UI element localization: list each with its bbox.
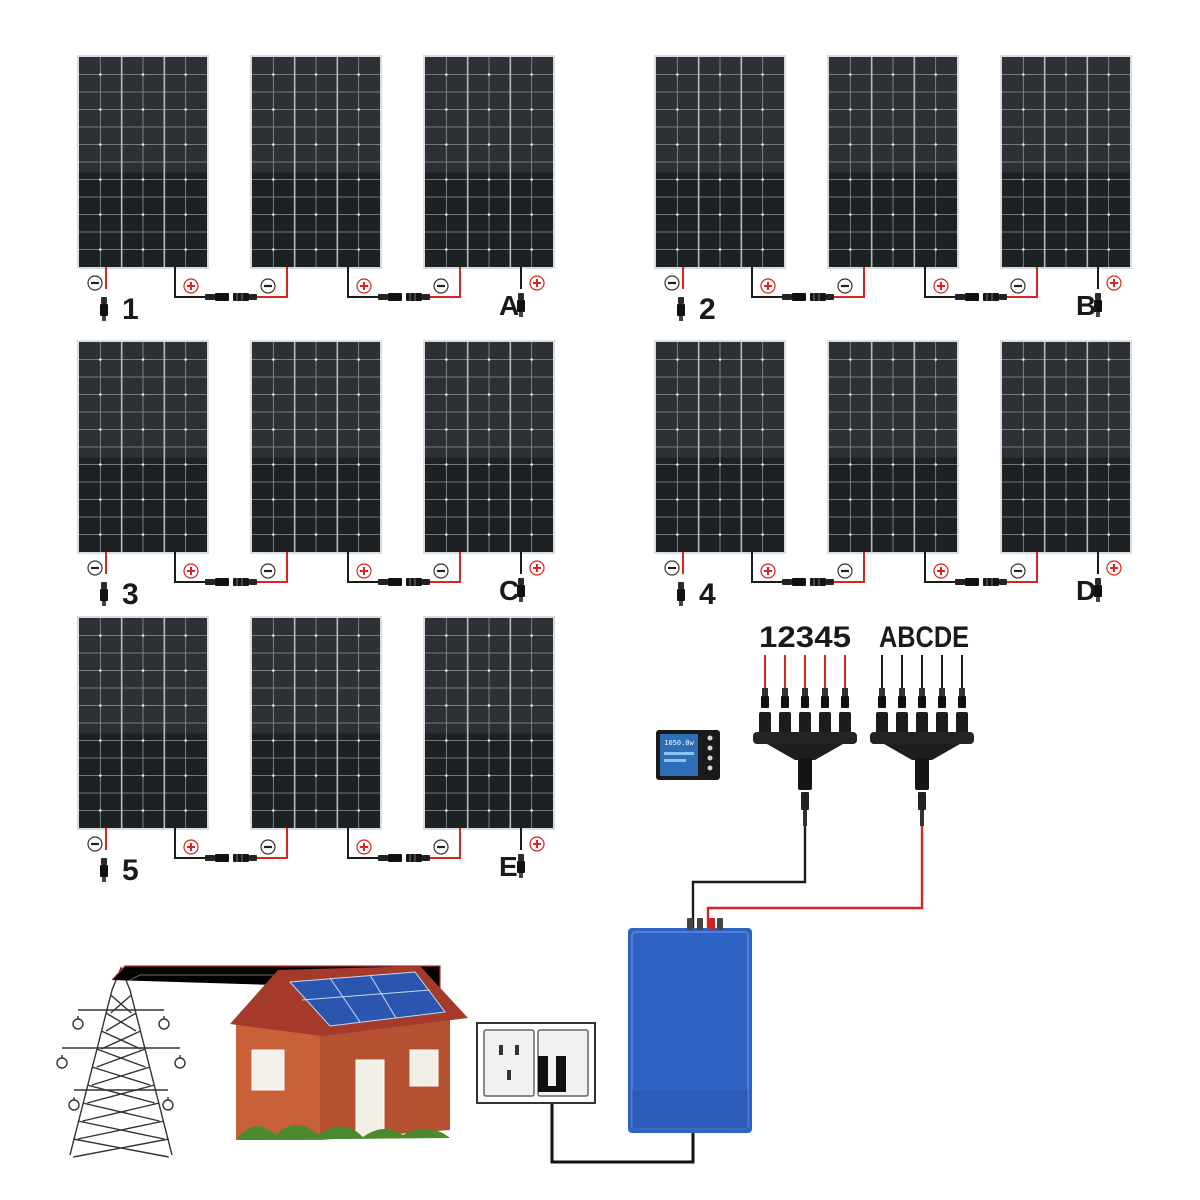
string-end-label: C <box>499 575 519 606</box>
positive-terminal-icon <box>183 839 199 855</box>
positive-terminal-icon <box>529 836 545 852</box>
mc4-connector-icon <box>100 297 108 321</box>
mc4-connector-icon <box>100 858 108 882</box>
negative-terminal-icon <box>1010 278 1026 294</box>
positive-terminal-icon <box>356 839 372 855</box>
house-icon <box>230 966 468 1140</box>
transmission-tower-icon <box>56 966 186 1158</box>
negative-terminal-icon <box>837 278 853 294</box>
string-end-label: A <box>499 290 519 321</box>
negative-terminal-icon <box>260 563 276 579</box>
negative-terminal-icon <box>664 560 680 576</box>
string-start-label: 3 <box>122 578 139 611</box>
string-start-label: 4 <box>699 578 716 611</box>
negative-terminal-icon <box>87 836 103 852</box>
positive-terminal-icon <box>529 560 545 576</box>
mc4-connector-icon <box>205 854 257 862</box>
positive-terminal-icon <box>183 278 199 294</box>
roof-solar-panels <box>288 971 446 1027</box>
positive-terminal-icon <box>760 563 776 579</box>
mc4-connector-icon <box>677 582 685 606</box>
solar-panel <box>423 55 555 269</box>
mc4-connector-icon <box>1094 293 1102 317</box>
string-start-label: 5 <box>122 854 139 887</box>
solar-panel <box>423 616 555 830</box>
positive-terminal-icon <box>1106 560 1122 576</box>
positive-dc-cable <box>706 826 924 930</box>
inverter-display-value: 1050.0w <box>664 739 694 747</box>
mc4-connector-icon <box>517 854 525 878</box>
solar-panel <box>827 55 959 269</box>
string-start-label: 1 <box>122 293 139 326</box>
solar-panel <box>423 340 555 554</box>
solar-panel <box>77 340 209 554</box>
solar-panel <box>250 616 382 830</box>
branch-connectors <box>753 655 974 826</box>
solar-panel <box>827 340 959 554</box>
positive-terminal-icon <box>933 278 949 294</box>
solar-panel <box>77 55 209 269</box>
negative-terminal-icon <box>433 278 449 294</box>
positive-terminal-icon <box>356 563 372 579</box>
mc4-connector-icon <box>782 578 834 586</box>
mc4-connector-icon <box>955 293 1007 301</box>
mc4-connector-icon <box>517 293 525 317</box>
negative-branch-connector <box>753 655 857 826</box>
wall-outlet-icon <box>476 1022 596 1104</box>
negative-terminal-icon <box>837 563 853 579</box>
negative-combiner-label: 12345 <box>759 621 851 654</box>
positive-combiner-label: ABCDE <box>879 621 969 654</box>
solar-panel <box>250 55 382 269</box>
string-end-label: D <box>1076 575 1096 606</box>
positive-terminal-icon <box>183 563 199 579</box>
negative-terminal-icon <box>1010 563 1026 579</box>
negative-terminal-icon <box>87 560 103 576</box>
mc4-connector-icon <box>955 578 1007 586</box>
positive-terminal-icon <box>356 278 372 294</box>
mc4-connector-icon <box>517 578 525 602</box>
negative-terminal-icon <box>87 275 103 291</box>
mc4-connector-icon <box>1094 578 1102 602</box>
negative-terminal-icon <box>433 563 449 579</box>
grid-tie-inverter-icon <box>628 730 752 1133</box>
negative-terminal-icon <box>260 839 276 855</box>
negative-terminal-icon <box>433 839 449 855</box>
solar-panel <box>1000 55 1132 269</box>
ac-plug-icon <box>538 1056 566 1092</box>
mc4-connector-icon <box>378 578 430 586</box>
string-start-label: 2 <box>699 293 716 326</box>
negative-terminal-icon <box>260 278 276 294</box>
solar-panel <box>77 616 209 830</box>
positive-terminal-icon <box>1106 275 1122 291</box>
positive-terminal-icon <box>529 275 545 291</box>
positive-branch-connector <box>870 655 974 826</box>
ac-output-cable <box>550 1086 695 1164</box>
negative-dc-cable <box>691 826 807 930</box>
mc4-connector-icon <box>378 854 430 862</box>
string-end-label: E <box>499 851 518 882</box>
mc4-connector-icon <box>205 578 257 586</box>
negative-terminal-icon <box>664 275 680 291</box>
mc4-connector-icon <box>782 293 834 301</box>
positive-terminal-icon <box>933 563 949 579</box>
solar-panel <box>654 55 786 269</box>
positive-terminal-icon <box>760 278 776 294</box>
mc4-connector-icon <box>205 293 257 301</box>
solar-panel <box>654 340 786 554</box>
solar-panel <box>250 340 382 554</box>
mc4-connector-icon <box>677 297 685 321</box>
mc4-connector-icon <box>378 293 430 301</box>
solar-panel <box>1000 340 1132 554</box>
string-end-label: B <box>1076 290 1096 321</box>
mc4-connector-icon <box>100 582 108 606</box>
grid-scene <box>56 730 924 1164</box>
